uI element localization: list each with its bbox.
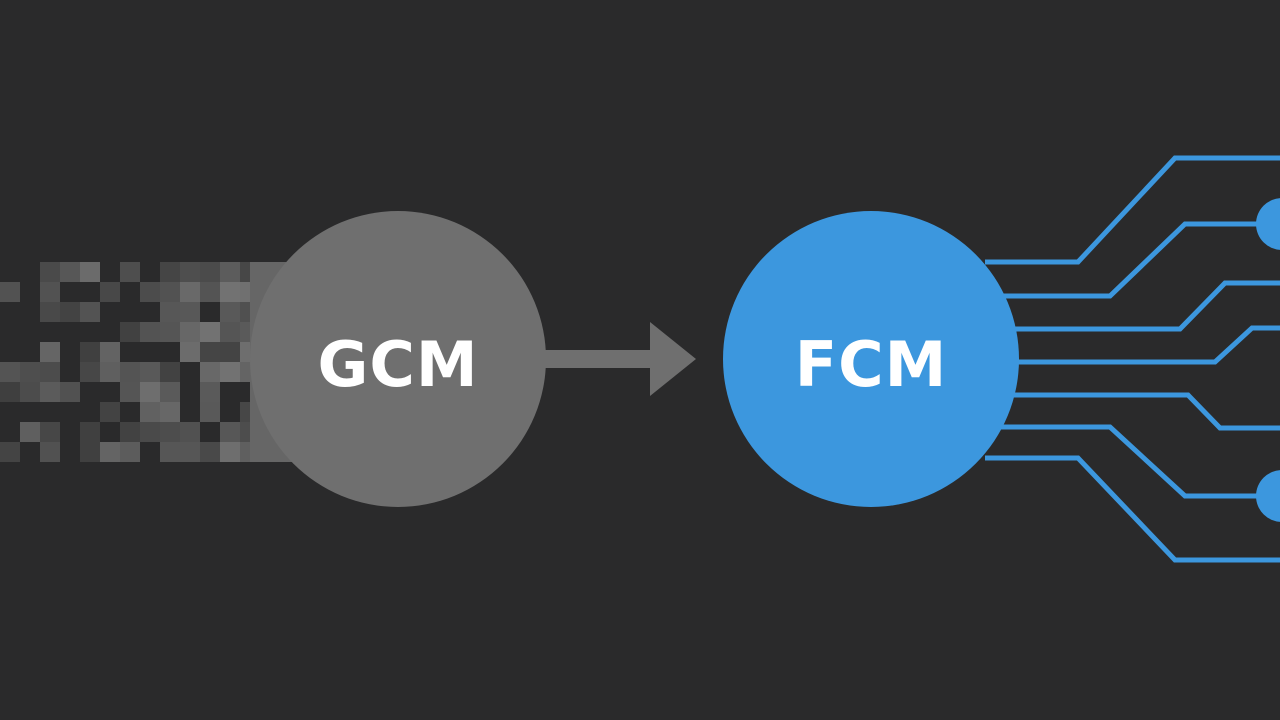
pixel-block xyxy=(180,422,200,442)
pixel-block xyxy=(0,282,20,302)
circuit-node-dot xyxy=(1256,198,1280,250)
pixel-block xyxy=(220,422,240,442)
pixel-block xyxy=(220,322,240,342)
pixel-block xyxy=(220,442,240,462)
circuit-trace xyxy=(1010,280,1280,332)
pixel-block xyxy=(40,262,60,282)
circuit-trace xyxy=(1015,325,1280,365)
pixel-block xyxy=(200,382,220,402)
pixel-block xyxy=(40,362,60,382)
pixel-block xyxy=(180,322,200,342)
pixel-block xyxy=(60,262,80,282)
pixel-block xyxy=(200,262,220,282)
pixel-block xyxy=(40,422,60,442)
pixel-block xyxy=(80,342,100,362)
circuit-traces-icon xyxy=(985,155,1280,563)
source-node-circle xyxy=(250,211,546,507)
pixel-block xyxy=(200,322,220,342)
pixel-block xyxy=(220,262,240,282)
pixel-block xyxy=(160,422,180,442)
circuit-trace xyxy=(1010,392,1280,431)
pixel-block xyxy=(100,442,120,462)
circuit-trace xyxy=(985,455,1280,563)
pixel-block xyxy=(140,282,160,302)
pixel-block xyxy=(160,302,180,322)
circuit-trace xyxy=(1000,424,1262,499)
pixel-block xyxy=(80,422,100,442)
pixel-block xyxy=(160,262,180,282)
pixel-block xyxy=(0,442,20,462)
pixel-block xyxy=(100,362,120,382)
pixel-block xyxy=(40,282,60,302)
pixel-block xyxy=(140,362,160,382)
pixel-block xyxy=(220,282,240,302)
pixel-block xyxy=(140,322,160,342)
pixel-block xyxy=(0,382,20,402)
pixel-block xyxy=(140,422,160,442)
pixel-block xyxy=(200,342,220,362)
pixel-block xyxy=(80,442,100,462)
pixel-dissolve-icon xyxy=(0,262,310,462)
pixel-block xyxy=(80,302,100,322)
pixel-block xyxy=(180,442,200,462)
pixel-block xyxy=(60,382,80,402)
pixel-block xyxy=(120,442,140,462)
pixel-block xyxy=(80,262,100,282)
pixel-block xyxy=(160,322,180,342)
pixel-block xyxy=(200,442,220,462)
pixel-block xyxy=(80,362,100,382)
pixel-block xyxy=(160,442,180,462)
pixel-block xyxy=(0,362,20,382)
pixel-block xyxy=(120,262,140,282)
pixel-block xyxy=(160,402,180,422)
pixel-block xyxy=(120,382,140,402)
pixel-block xyxy=(140,402,160,422)
target-node-circle xyxy=(723,211,1019,507)
pixel-block xyxy=(120,322,140,342)
pixel-block xyxy=(180,282,200,302)
arrow-shaft xyxy=(544,350,656,368)
pixel-block xyxy=(20,362,40,382)
target-node-label: FCM xyxy=(795,328,948,401)
pixel-block xyxy=(200,402,220,422)
pixel-block xyxy=(200,282,220,302)
pixel-block xyxy=(160,382,180,402)
circuit-node-dot xyxy=(1256,470,1280,522)
pixel-block xyxy=(220,362,240,382)
pixel-block xyxy=(200,362,220,382)
source-node-label: GCM xyxy=(317,328,478,401)
pixel-block xyxy=(120,362,140,382)
pixel-block xyxy=(20,382,40,402)
circuit-trace xyxy=(985,155,1280,265)
target-node: FCM xyxy=(723,211,1019,507)
pixel-block xyxy=(120,422,140,442)
pixel-block xyxy=(100,282,120,302)
pixel-block xyxy=(40,382,60,402)
pixel-block xyxy=(180,262,200,282)
pixel-block xyxy=(40,302,60,322)
source-node: GCM xyxy=(250,211,546,507)
pixel-block xyxy=(100,402,120,422)
pixel-block xyxy=(40,442,60,462)
pixel-block xyxy=(160,362,180,382)
circuit-trace xyxy=(1000,221,1262,299)
pixel-block xyxy=(40,342,60,362)
pixel-block xyxy=(180,302,200,322)
pixel-block xyxy=(160,282,180,302)
arrow-right-icon xyxy=(544,322,696,396)
pixel-block xyxy=(60,302,80,322)
pixel-block xyxy=(140,382,160,402)
arrow-head xyxy=(650,322,696,396)
pixel-block xyxy=(180,342,200,362)
pixel-block xyxy=(220,342,240,362)
pixel-block xyxy=(100,342,120,362)
pixel-block xyxy=(220,302,240,322)
pixel-block xyxy=(20,422,40,442)
